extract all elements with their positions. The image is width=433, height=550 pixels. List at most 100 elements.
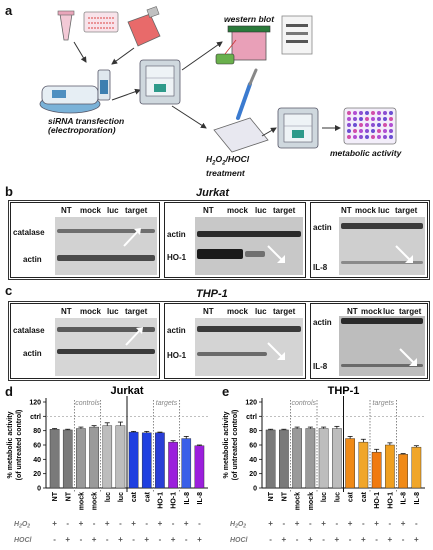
step-metabolic-label: metabolic activity <box>330 148 402 158</box>
treatment-sign: + <box>348 519 353 528</box>
row-label-catalase: catalase <box>13 326 45 335</box>
treatment-sign: - <box>159 535 162 544</box>
treatment-sign: - <box>375 535 378 544</box>
well <box>359 135 363 139</box>
y-tick-label: 120 <box>29 400 41 407</box>
western-blot-device-icon <box>215 25 271 65</box>
treatment-sign: - <box>415 519 418 528</box>
blot-b-catalase: NT mock luc target catalase actin <box>10 202 160 278</box>
workflow-illustration <box>39 6 397 153</box>
x-tick-label: IL-8 <box>197 492 204 505</box>
bar <box>62 429 73 489</box>
flask-icon <box>127 6 161 47</box>
x-tick-label: IL-8 <box>184 492 191 505</box>
treatment-sign: + <box>52 519 57 528</box>
well-plate-icon <box>343 107 397 145</box>
well <box>383 129 387 133</box>
x-tick-label: cat <box>131 491 138 502</box>
treatment-sign: - <box>402 535 405 544</box>
bar <box>141 432 152 489</box>
treatment-sign: - <box>145 519 148 528</box>
well <box>389 135 393 139</box>
y-axis-label: (of untreated control) <box>232 410 239 481</box>
lane-label-target: target <box>125 206 148 215</box>
x-tick-label: mock <box>78 492 85 510</box>
row-label-ho1: HO-1 <box>167 253 187 262</box>
step-transfection-label: siRNA transfection (electroporation) <box>48 116 125 135</box>
well <box>371 135 375 139</box>
lane-label-luc: luc <box>255 307 267 316</box>
y-tick-label: 40 <box>249 457 257 464</box>
treatment-sign: - <box>66 519 69 528</box>
treatment-sign: - <box>349 535 352 544</box>
well <box>365 135 369 139</box>
treatment-sign: + <box>79 519 84 528</box>
bar <box>411 446 422 489</box>
arrow-icon <box>267 342 285 360</box>
chart-e: THP-1% metabolic activity(of untreated c… <box>223 385 425 544</box>
y-tick-label: 0 <box>253 486 257 493</box>
sirna-plate-icon <box>83 11 119 33</box>
lane-label-luc: luc <box>107 206 119 215</box>
treatment-sign: + <box>374 519 379 528</box>
treatment-sign: + <box>92 535 97 544</box>
well <box>377 135 381 139</box>
lane-label-nt: NT <box>341 206 352 215</box>
x-tick-label: mock <box>295 492 302 510</box>
well <box>371 117 375 121</box>
panel-c-frame <box>8 301 430 381</box>
treatment-sign: + <box>144 535 149 544</box>
well <box>353 129 357 133</box>
lane-label-target: target <box>399 307 422 316</box>
treatment-sign: - <box>106 535 109 544</box>
lane-label-luc: luc <box>383 307 395 316</box>
well <box>389 129 393 133</box>
well <box>353 117 357 121</box>
blot-b-ho1: NT mock luc target actin HO-1 <box>164 202 306 278</box>
row-label-catalase: catalase <box>13 228 45 237</box>
treatment-sign: - <box>132 535 135 544</box>
y-tick-label: 60 <box>33 443 41 450</box>
panel-label-a: a <box>5 3 13 18</box>
y-tick-label: 80 <box>33 428 41 435</box>
x-tick-label: cat <box>348 491 355 502</box>
lane-label-nt: NT <box>347 307 358 316</box>
well <box>359 117 363 121</box>
bar <box>76 428 86 489</box>
treatment-sign: + <box>401 519 406 528</box>
blot-c-catalase: NT mock luc target catalase actin <box>10 303 160 379</box>
x-tick-label: NT <box>65 491 72 501</box>
incubator-icon <box>139 59 181 105</box>
blot-c-il8: NT mock luc target actin IL-8 <box>310 303 428 379</box>
bar <box>345 438 355 489</box>
row-label-actin: actin <box>313 318 332 327</box>
x-tick-label: luc <box>118 492 125 502</box>
treatment-sign: - <box>283 519 286 528</box>
bar <box>155 432 165 489</box>
treatment-sign: - <box>336 519 339 528</box>
well <box>377 129 381 133</box>
x-tick-label: NT <box>268 491 275 501</box>
row-label-actin: actin <box>167 230 186 239</box>
x-tick-label: luc <box>334 492 341 502</box>
y-tick-label: 80 <box>249 428 257 435</box>
well <box>365 117 369 121</box>
treatment-sign: + <box>197 535 202 544</box>
treatment-sign: + <box>131 519 136 528</box>
treatment-sign: - <box>80 535 83 544</box>
bar <box>265 429 276 489</box>
y-tick-label: 120 <box>245 400 257 407</box>
group-label-targets: targets <box>156 400 178 407</box>
panel-label-d: d <box>5 384 13 399</box>
incubator-icon-2 <box>277 107 319 149</box>
treatment-sign: - <box>309 519 312 528</box>
treatment-sign: + <box>171 535 176 544</box>
lane-label-mock: mock <box>361 307 382 316</box>
y-axis-label: % metabolic activity <box>7 411 14 478</box>
bar <box>128 431 139 489</box>
well <box>347 111 351 115</box>
well <box>377 117 381 121</box>
bar <box>292 428 302 489</box>
lane-label-luc: luc <box>107 307 119 316</box>
well <box>371 123 375 127</box>
